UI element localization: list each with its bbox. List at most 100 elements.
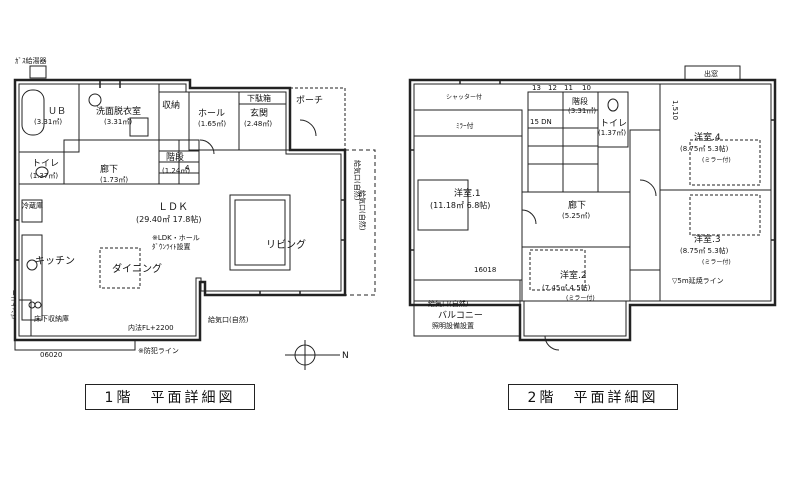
- ceiling-note-label: 内法FL+2200: [128, 323, 174, 332]
- shoebox: [238, 91, 287, 105]
- compass-north-label: N: [342, 351, 349, 361]
- vent2-label: 給気口(自然): [353, 160, 362, 201]
- kitchen-sink-icon: [26, 259, 38, 271]
- room2: [521, 246, 631, 302]
- room1-bed: [417, 179, 469, 231]
- room4-bed: [689, 139, 761, 186]
- floor1-bottom-strip: [14, 339, 136, 351]
- bay-window: [684, 65, 741, 81]
- ldk-label: ＬＤＫ: [158, 202, 188, 213]
- door2-arc-1: [521, 209, 537, 225]
- toilet1-area-label: (1.37㎡): [30, 172, 58, 180]
- sink-icon: [88, 93, 102, 107]
- stair-num-11: 11: [564, 84, 573, 92]
- room2-mirror-label: (ミラー付): [566, 294, 595, 302]
- stairs1-label: 階段: [166, 151, 184, 163]
- bathtub-icon: [21, 89, 45, 136]
- crime-note-label: ※防犯ライン: [138, 346, 179, 355]
- stair-num-13: 13: [532, 84, 541, 92]
- room2-bed: [529, 249, 586, 291]
- stair-num-12: 12: [548, 84, 557, 92]
- bath-label: ＵＢ: [48, 107, 66, 117]
- shoebox-label: 下駄箱: [247, 93, 271, 103]
- door-arc-1: [199, 139, 215, 155]
- door2-arc-3: [544, 335, 560, 351]
- stair-treads: [159, 140, 199, 184]
- terrace-outline: [344, 149, 376, 296]
- compass-rose: [285, 340, 340, 370]
- stairs1-area-label: (1.24㎡): [162, 167, 190, 175]
- stairs2-label: 階段: [572, 96, 588, 106]
- top-bay-label: 出窓: [704, 69, 718, 78]
- room34-closet: [629, 129, 661, 271]
- porch-label: ポーチ: [296, 95, 323, 106]
- hall-label: ホール: [198, 108, 225, 119]
- mirror-line-label: ﾐﾗｰ付: [456, 121, 474, 130]
- room4-mirror-label: (ミラー付): [702, 156, 731, 164]
- washroom-area-label: (3.31㎡): [104, 118, 132, 126]
- balcony-vent-label: 給気口(自然): [428, 299, 469, 308]
- balcony-light-label: 照明設備設置: [432, 321, 474, 330]
- code-label: 06020: [40, 351, 62, 359]
- dim-label: 1,510: [671, 100, 679, 120]
- crime-line-label: ▽5m延焼ライン: [672, 276, 724, 285]
- kitchen-counter: [21, 234, 43, 321]
- dining-label: ダイニング: [112, 262, 162, 275]
- fridge-label: 冷蔵庫: [22, 201, 43, 210]
- stair-up-label: 15 DN: [530, 118, 552, 126]
- corridor2-area-label: (5.25㎡): [562, 212, 590, 220]
- shutter-label: シャッター付: [446, 93, 482, 101]
- room1-closet: [413, 109, 523, 137]
- window2-marks: [410, 80, 775, 251]
- door2-arc-2: [639, 179, 657, 197]
- room1-area-label: (11.18㎡ 6.8帖): [430, 200, 490, 210]
- washer-icon: [129, 117, 149, 137]
- room3-area-label: (8.75㎡ 5.3帖): [680, 246, 729, 255]
- floor2-outer-wall: [408, 78, 777, 342]
- entrance-label: 玄関: [250, 107, 268, 119]
- gas-heater-box: [29, 65, 47, 79]
- pantry-box: [18, 299, 32, 337]
- toilet2-room: [597, 91, 629, 148]
- toilet-icon: [35, 166, 49, 178]
- kitchen-label: キッチン: [35, 255, 75, 267]
- room3-mirror-label: (ミラー付): [702, 258, 731, 266]
- vent1-label: 給気口(自然): [208, 315, 249, 324]
- vent-side-label: 給気口(自然): [358, 190, 367, 231]
- dining-table: [99, 247, 141, 289]
- balcony-label: バルコニー: [438, 310, 483, 321]
- window-marks: [15, 80, 345, 295]
- porch-area: [289, 87, 346, 151]
- stair-count-label: 4: [185, 164, 190, 172]
- room1-label: 洋室.1: [454, 187, 481, 199]
- closet-code-label: 16018: [474, 266, 496, 274]
- door-arc-2: [299, 119, 317, 137]
- floor2-plan: [408, 65, 777, 351]
- ldk-note2-label: ﾀﾞｳﾝﾗｲﾄ設置: [152, 242, 191, 251]
- toilet2-area-label: (1.37㎡): [598, 129, 626, 137]
- floor1-caption: 1階 平面詳細図: [85, 384, 255, 410]
- pantry-label: 床下収納庫: [34, 314, 69, 323]
- corridor1-area-label: (1.73㎡): [100, 176, 128, 184]
- gas-heater-label: ｶﾞｽ給湯器: [15, 56, 47, 65]
- pantry-side-label: パントリー: [11, 290, 18, 320]
- room4-area-label: (8.75㎡ 5.3帖): [680, 144, 729, 153]
- floor2-caption: 2階 平面詳細図: [508, 384, 678, 410]
- sofa: [229, 194, 291, 271]
- bath-area-label: (3.31㎡): [34, 118, 62, 126]
- hall-area-label: (1.65㎡): [198, 120, 226, 128]
- floor1-plan: [13, 65, 376, 351]
- room2-label: 洋室.2: [560, 269, 587, 281]
- corridor1-label: 廊下: [100, 163, 118, 175]
- balcony: [413, 279, 521, 337]
- room4-label: 洋室.4: [694, 131, 721, 143]
- stairs2-area-label: (3.31㎡): [568, 107, 596, 115]
- room3-bed: [689, 194, 761, 236]
- ldk-area-label: (29.40㎡ 17.8帖): [136, 214, 202, 224]
- toilet2-icon: [607, 98, 619, 112]
- room3-label: 洋室.3: [694, 233, 721, 245]
- entrance-area-label: (2.48㎡): [244, 120, 272, 128]
- stove-icon-2: [34, 301, 42, 309]
- corridor2-label: 廊下: [568, 199, 586, 211]
- stove-icon: [28, 301, 36, 309]
